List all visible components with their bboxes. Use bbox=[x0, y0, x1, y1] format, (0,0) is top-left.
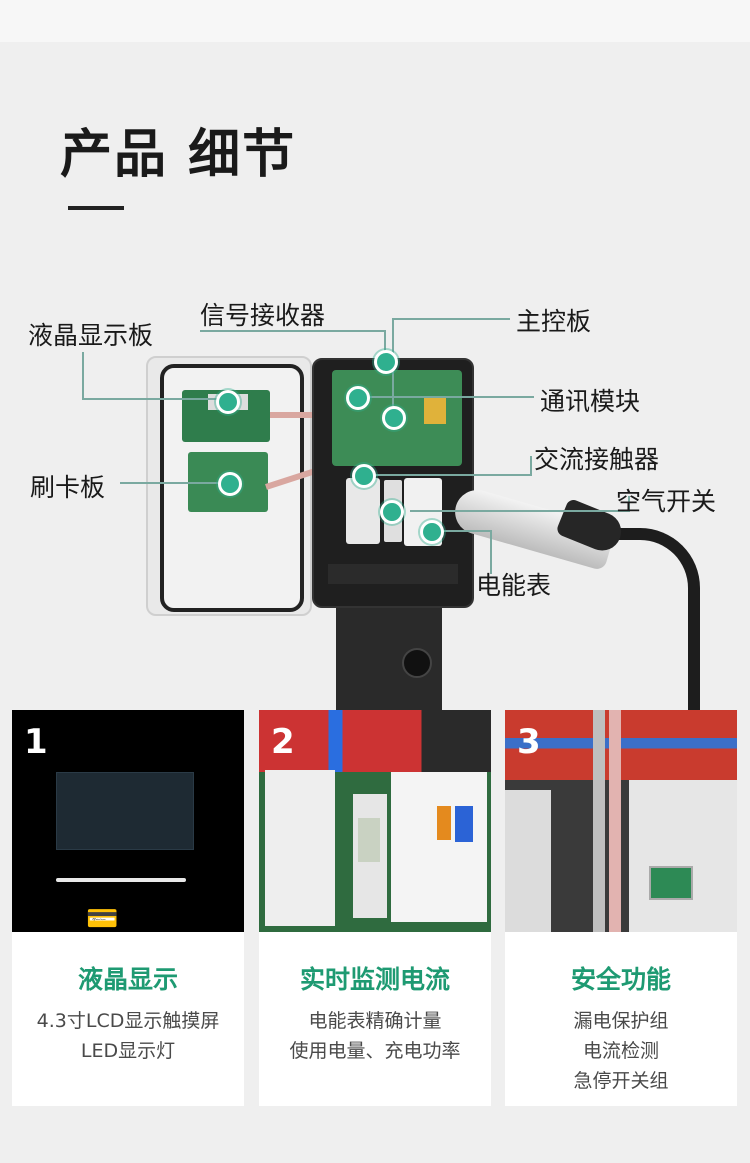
lcd-screen bbox=[56, 772, 194, 850]
leader-line bbox=[490, 530, 492, 574]
pole-hole bbox=[402, 648, 432, 678]
feature-title: 液晶显示 bbox=[77, 965, 178, 994]
feature-line: 使用电量、充电功率 bbox=[289, 1040, 461, 1062]
leader-line bbox=[200, 330, 386, 332]
wires bbox=[505, 710, 737, 780]
feature-line: LED显示灯 bbox=[80, 1040, 176, 1062]
wires bbox=[259, 710, 491, 772]
marker-dot-main bbox=[382, 406, 406, 430]
safety-photo bbox=[505, 710, 737, 932]
marker-dot-signal bbox=[374, 350, 398, 374]
label-comm-module: 通讯模块 bbox=[540, 387, 641, 416]
contactor-module bbox=[265, 770, 335, 926]
leader-line bbox=[358, 396, 534, 398]
grey-wire bbox=[593, 710, 605, 932]
feature-line: 急停开关组 bbox=[573, 1070, 669, 1092]
comm-module-part bbox=[424, 398, 446, 424]
leader-line bbox=[120, 482, 224, 484]
page-title: 产品 细节 bbox=[60, 125, 297, 185]
rcd-lever bbox=[455, 806, 473, 842]
meter-display bbox=[358, 818, 380, 862]
feature-number: 3 bbox=[517, 722, 541, 762]
marker-dot-comm bbox=[346, 386, 370, 410]
rcd-test-button bbox=[437, 806, 451, 840]
feature-line: 电能表精确计量 bbox=[308, 1010, 442, 1032]
label-main-board: 主控板 bbox=[516, 307, 592, 336]
feature-title: 实时监测电流 bbox=[299, 965, 450, 994]
leader-line bbox=[628, 496, 630, 512]
leader-line bbox=[82, 352, 84, 400]
feature-card-lcd: 💳 1 液晶显示 4.3寸LCD显示触摸屏 LED显示灯 bbox=[12, 710, 244, 1106]
rcd-module bbox=[391, 772, 487, 922]
feature-number: 1 bbox=[24, 722, 48, 762]
marker-dot-lcd bbox=[216, 390, 240, 414]
feature-line: 4.3寸LCD显示触摸屏 bbox=[36, 1010, 220, 1032]
feature-line: 漏电保护组 bbox=[573, 1010, 669, 1032]
label-signal-receiver: 信号接收器 bbox=[200, 301, 326, 330]
terminal-block bbox=[328, 564, 458, 584]
card-swipe-icon: 💳 bbox=[86, 904, 119, 932]
terminal-screws bbox=[649, 866, 693, 900]
label-energy-meter: 电能表 bbox=[476, 571, 552, 600]
led-strip bbox=[56, 878, 186, 882]
marker-dot-meter bbox=[420, 520, 444, 544]
label-ac-contactor: 交流接触器 bbox=[534, 445, 660, 474]
feature-number: 2 bbox=[271, 722, 295, 762]
feature-card-safety: 3 安全功能 漏电保护组 电流检测 急停开关组 bbox=[505, 710, 737, 1106]
feature-line: 电流检测 bbox=[582, 1040, 659, 1062]
leader-line bbox=[530, 456, 532, 476]
meter-photo bbox=[259, 710, 491, 932]
charging-cable bbox=[618, 528, 700, 730]
marker-dot-switch bbox=[380, 500, 404, 524]
leader-line bbox=[392, 318, 510, 320]
leader-line bbox=[82, 398, 222, 400]
switch-block bbox=[629, 780, 737, 932]
feature-title: 安全功能 bbox=[570, 965, 671, 994]
label-lcd-board: 液晶显示板 bbox=[28, 321, 154, 350]
title-underline bbox=[68, 206, 124, 210]
leader-line bbox=[384, 330, 386, 360]
feature-card-monitor: 2 实时监测电流 电能表精确计量 使用电量、充电功率 bbox=[259, 710, 491, 1106]
label-card-board: 刷卡板 bbox=[30, 473, 106, 502]
leader-line bbox=[410, 510, 630, 512]
pink-wire bbox=[609, 710, 621, 932]
top-strip bbox=[0, 0, 750, 42]
lcd-photo: 💳 bbox=[12, 710, 244, 932]
left-module bbox=[505, 790, 551, 932]
marker-dot-card bbox=[218, 472, 242, 496]
leader-line bbox=[430, 530, 490, 532]
contactor-part bbox=[346, 478, 380, 544]
leader-line bbox=[360, 474, 530, 476]
label-air-switch: 空气开关 bbox=[616, 487, 717, 516]
marker-dot-contactor bbox=[352, 464, 376, 488]
ribbon-cable-1 bbox=[270, 412, 330, 418]
